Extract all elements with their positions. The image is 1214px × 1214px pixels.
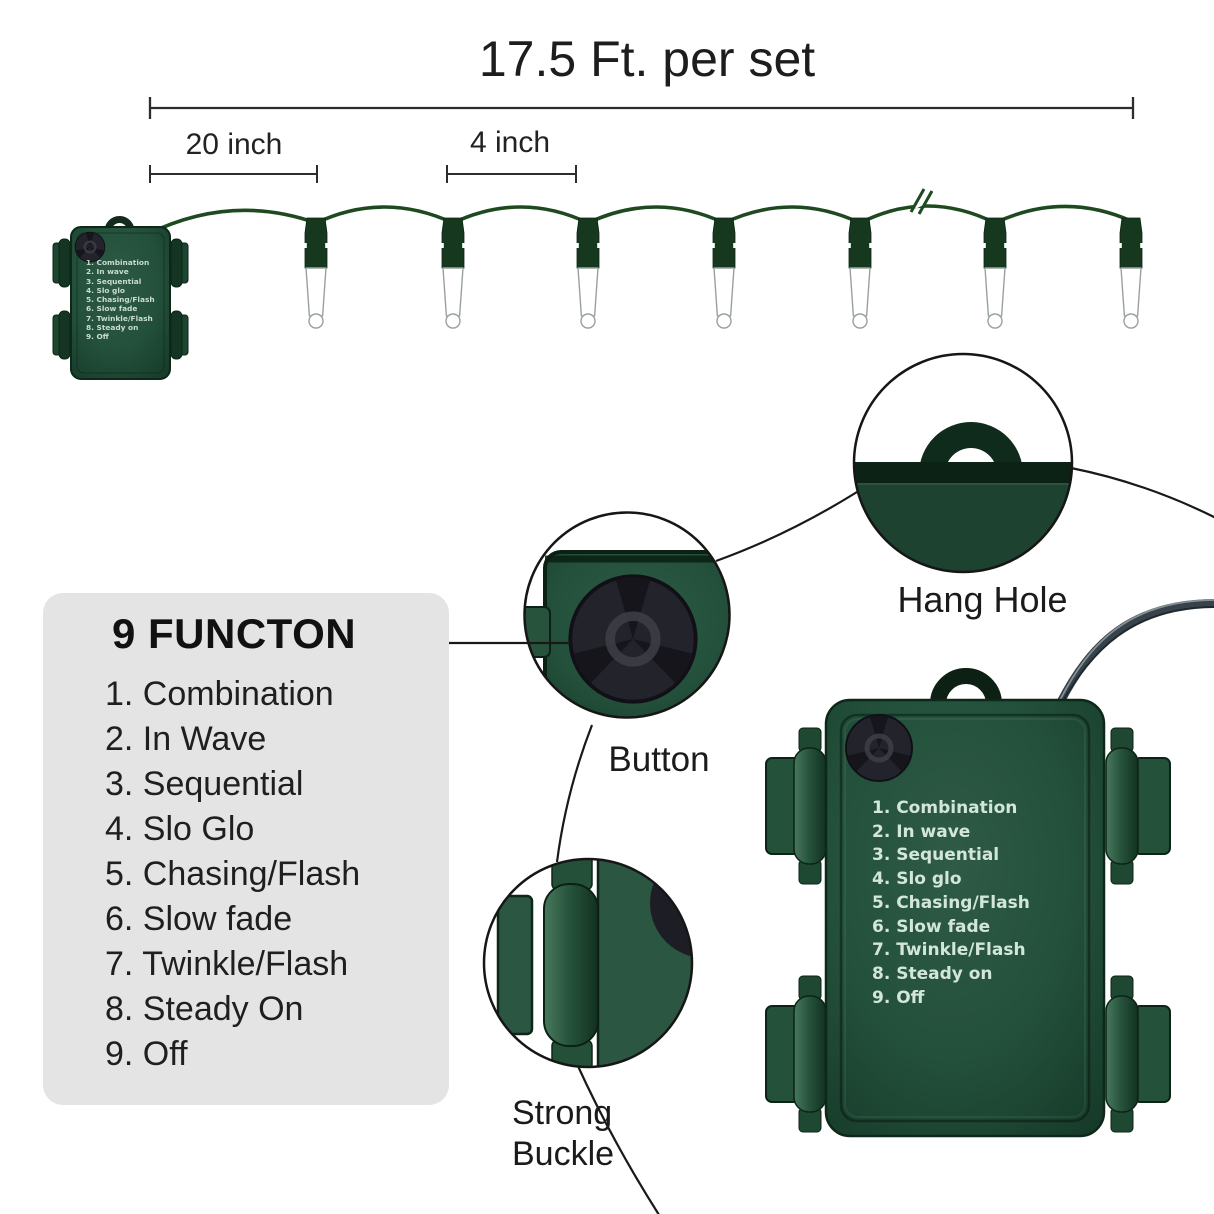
list-item: 9. Off [86,332,109,342]
list-item: 6. Slow fade [105,900,293,938]
list-item: 4. Slo Glo [105,810,255,848]
function-panel: 9 FUNCTON 1. Combination 2. In Wave 3. Seq… [43,593,449,1105]
hang-loop-large [930,668,1002,705]
large-box-function-list: 1. Combination 2. In wave 3. Sequential 4. … [872,797,1030,1010]
list-item: 8. Steady on [86,323,139,333]
list-item: 2. In Wave [105,720,267,758]
list-item: 7. Twinkle/Flash [105,945,349,983]
battery-box-small [52,216,189,380]
page-title: 17.5 Ft. per set [478,31,816,87]
list-item: 7. Twinkle/Flash [86,313,153,323]
lead-length-label: 20 inch [185,128,283,161]
light-bulb [1117,217,1145,329]
mode-button-large [846,715,912,781]
light-bulb [846,217,874,329]
light-bulb [439,217,467,329]
list-item: 9. Off [105,1035,188,1073]
dimension-lines [148,97,1135,183]
battery-box-large [765,668,1171,1138]
light-bulbs [302,217,1145,329]
buckle-zoom [543,883,599,1047]
list-item: 4. Slo glo [86,285,125,295]
list-item: 5. Chasing/Flash [86,295,155,305]
list-item: 3. Sequential [86,276,142,286]
list-item: 1. Combination [872,798,1018,818]
light-bulb [710,217,738,329]
list-item: 1. Combination [86,258,150,267]
light-bulb [981,217,1009,329]
list-item: 4. Slo glo [872,869,962,890]
string-wire [147,204,1132,236]
list-item: 5. Chasing/Flash [105,855,361,893]
button-zoom [570,576,695,701]
list-item: 7. Twinkle/Flash [872,940,1026,961]
buckles-large [765,727,1171,1133]
list-item: 5. Chasing/Flash [872,892,1030,913]
hang-hole-zoom [919,422,1023,474]
buckles-small [52,238,189,360]
button-label: Button [608,740,710,779]
callout-strong-buckle [482,857,694,1069]
list-item: 2. In wave [872,821,971,842]
list-item: 1. Combination [105,675,334,713]
power-cord [1056,599,1214,707]
list-item: 6. Slow fade [86,304,138,314]
light-bulb [574,217,602,329]
callout-button [523,511,731,719]
hang-hole-label: Hang Hole [897,579,1068,620]
wire-break-symbol [909,188,934,215]
callout-leader-lines [555,466,1214,1214]
list-item: 3. Sequential [105,765,304,803]
list-item: 2. In wave [86,267,129,277]
function-list: 1. Combination 2. In Wave 3. Sequential 4. … [105,672,360,1077]
bulb-spacing-label: 4 inch [469,126,551,159]
list-item: 9. Off [872,987,925,1008]
light-bulb [302,217,330,329]
list-item: 8. Steady On [105,990,304,1028]
list-item: 8. Steady on [872,963,993,984]
list-item: 3. Sequential [872,845,1000,866]
callout-hang-hole [852,352,1074,574]
list-item: 6. Slow fade [872,916,991,937]
panel-heading: 9 FUNCTON [112,610,357,657]
strong-buckle-label: Strong Buckle [512,1094,615,1173]
